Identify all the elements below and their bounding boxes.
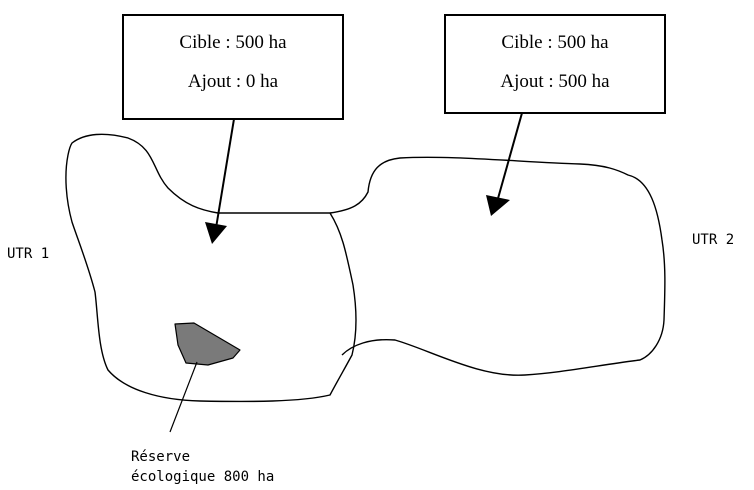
reserve-leader-line <box>169 361 198 433</box>
utr2-added-text: Ajout : 500 ha <box>500 71 610 92</box>
utr2-target-callout: Cible : 500 ha Ajout : 500 ha <box>444 14 666 114</box>
utr1-target-text: Cible : 500 ha <box>179 32 287 53</box>
utr2-region-outline <box>329 156 666 376</box>
utr2-target-text: Cible : 500 ha <box>501 32 609 53</box>
reserve-label-line2: écologique 800 ha <box>131 469 275 485</box>
utr2-arrow <box>486 112 523 216</box>
utr1-label: UTR 1 <box>7 246 50 262</box>
utr1-target-callout: Cible : 500 ha Ajout : 0 ha <box>122 14 344 120</box>
utr1-added-text: Ajout : 0 ha <box>187 71 279 92</box>
reserve-label-line1: Réserve <box>131 449 191 465</box>
utr2-label: UTR 2 <box>692 232 735 248</box>
ecological-reserve-area <box>174 322 241 366</box>
utr1-arrow <box>205 118 235 244</box>
utr1-region-outline <box>65 133 357 403</box>
